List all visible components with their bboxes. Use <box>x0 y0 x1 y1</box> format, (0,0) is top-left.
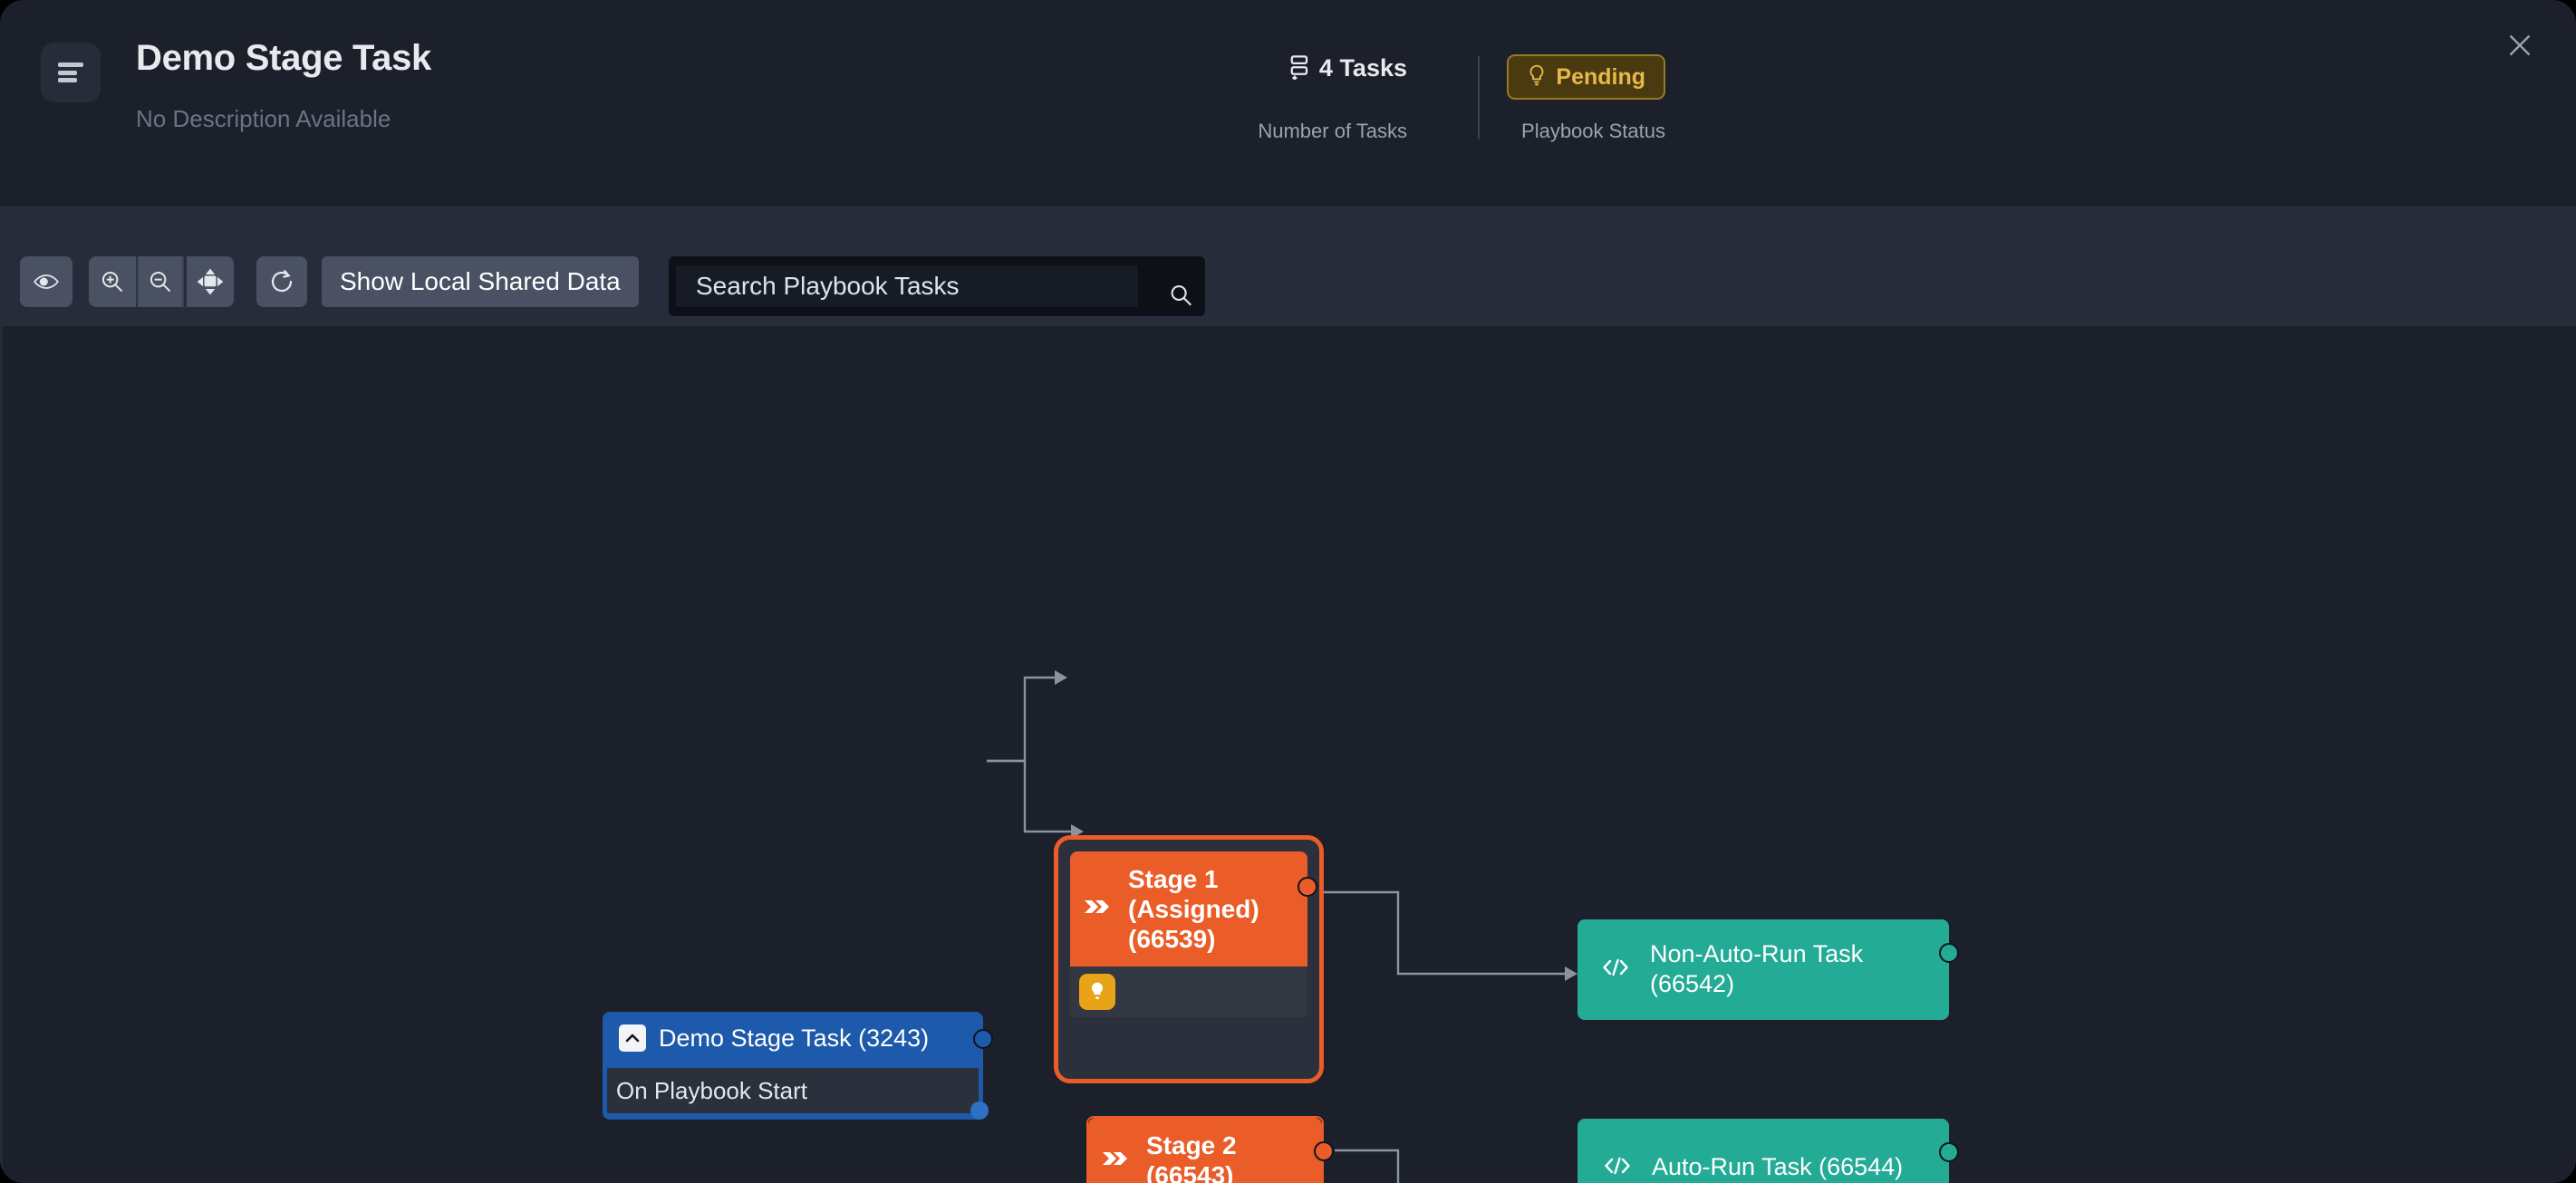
tasks-count-caption: Number of Tasks <box>1258 120 1407 142</box>
node-port-label: On Playbook Start <box>616 1076 807 1104</box>
node-outline: Auto-Run Task (66544) <box>1577 1119 1949 1183</box>
node-non-auto-run-task[interactable]: Non-Auto-Run Task (66542) <box>1577 919 1959 1020</box>
node-body: On Playbook Start <box>603 1064 983 1120</box>
lightbulb-badge-icon <box>1079 974 1115 1011</box>
node-outline: Stage 2 (66543) <box>1086 1116 1324 1183</box>
node-stage-2[interactable]: Stage 2 (66543) <box>1086 1116 1334 1183</box>
status-caption: Playbook Status <box>1521 120 1665 142</box>
zoom-out-icon[interactable] <box>137 256 184 307</box>
search-input[interactable] <box>676 265 1138 307</box>
node-title: Stage 1 (Assigned) (66539) <box>1128 865 1259 954</box>
code-icon <box>1601 957 1630 982</box>
node-output-port[interactable] <box>1939 1142 1959 1162</box>
node-title: Non-Auto-Run Task (66542) <box>1650 940 1864 998</box>
node-title: Stage 2 (66543) <box>1146 1131 1237 1183</box>
node-footer <box>1070 967 1307 1018</box>
lightbulb-icon <box>1527 63 1547 91</box>
chevron-up-icon <box>619 1024 646 1052</box>
page-title: Demo Stage Task <box>136 38 431 78</box>
node-header: Stage 1 (Assigned) (66539) <box>1070 851 1307 967</box>
page-header: Demo Stage Task No Description Available… <box>0 0 2576 207</box>
node-output-port[interactable] <box>973 1029 993 1049</box>
list-icon[interactable] <box>41 43 101 102</box>
edge-connectors <box>987 670 1577 1183</box>
search-icon[interactable] <box>1165 280 1196 311</box>
list-icon-bar <box>58 70 77 75</box>
tasks-stack-icon <box>1288 53 1316 84</box>
page-subtitle: No Description Available <box>136 105 391 132</box>
fit-to-screen-icon[interactable] <box>187 256 234 307</box>
node-header: Demo Stage Task (3243) <box>603 1012 983 1064</box>
node-header: Non-Auto-Run Task (66542) <box>1577 919 1949 1020</box>
header-divider <box>1478 56 1480 139</box>
node-header: Stage 2 (66543) <box>1088 1118 1322 1183</box>
eye-icon[interactable] <box>20 256 72 307</box>
status-badge-label: Pending <box>1556 63 1645 90</box>
node-auto-run-task[interactable]: Auto-Run Task (66544) <box>1577 1119 1959 1183</box>
zoom-in-icon[interactable] <box>89 256 136 307</box>
show-local-shared-data-button[interactable]: Show Local Shared Data <box>322 256 639 307</box>
shared-data-label: Show Local Shared Data <box>340 267 621 295</box>
node-stage-1[interactable]: Stage 1 (Assigned) (66539) <box>1070 851 1317 1018</box>
node-output-port[interactable] <box>1939 943 1959 963</box>
node-port-row[interactable]: On Playbook Start <box>607 1068 979 1113</box>
tasks-count-label: 4 Tasks <box>1318 54 1407 82</box>
status-badge[interactable]: Pending <box>1507 54 1665 100</box>
node-title: Auto-Run Task (66544) <box>1652 1153 1904 1181</box>
node-header: Auto-Run Task (66544) <box>1579 1120 1947 1183</box>
node-output-port[interactable] <box>1298 877 1317 897</box>
refresh-icon[interactable] <box>256 256 307 307</box>
search-playbook-tasks-field[interactable] <box>669 256 1205 316</box>
code-icon <box>1603 1156 1632 1180</box>
list-icon-bar <box>58 63 83 67</box>
tasks-count-stat: 4 Tasks <box>1288 53 1407 84</box>
double-chevron-icon <box>1103 1150 1130 1171</box>
double-chevron-icon <box>1085 899 1112 919</box>
node-output-port[interactable] <box>970 1101 989 1120</box>
node-output-port[interactable] <box>1314 1141 1334 1161</box>
close-icon[interactable] <box>2496 22 2543 69</box>
workflow-canvas[interactable]: Demo Stage Task (3243) On Playbook Start <box>0 326 2576 1183</box>
list-icon-bar <box>58 78 77 82</box>
node-title: Demo Stage Task (3243) <box>659 1024 930 1052</box>
node-playbook-start[interactable]: Demo Stage Task (3243) On Playbook Start <box>603 1012 993 1120</box>
